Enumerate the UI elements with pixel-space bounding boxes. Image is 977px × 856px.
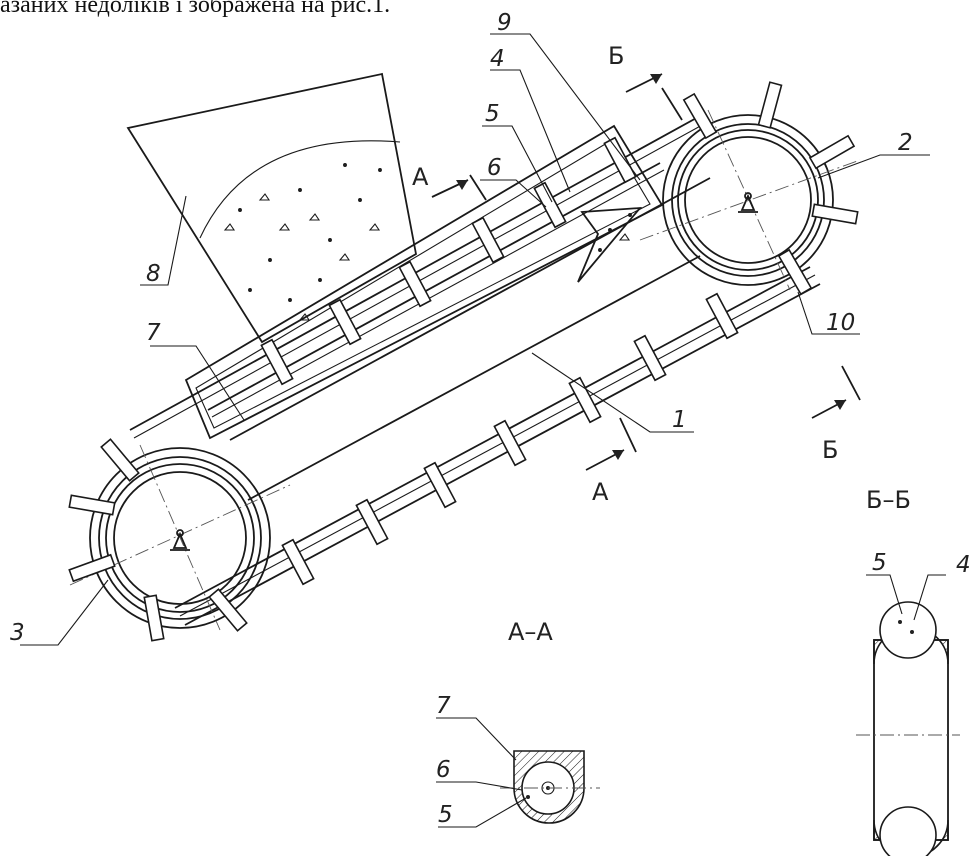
label-4: 4 bbox=[490, 46, 505, 72]
cleat bbox=[208, 588, 248, 632]
hopper bbox=[126, 72, 632, 344]
cleat bbox=[68, 553, 116, 583]
label-7: 7 bbox=[146, 320, 161, 346]
bb-label-4: 4 bbox=[956, 552, 971, 578]
bb-label-5: 5 bbox=[872, 550, 887, 576]
cleat bbox=[568, 376, 602, 424]
section-markers bbox=[431, 73, 861, 471]
caption-text: азаних недоліків і зображена на рис.1. bbox=[0, 0, 391, 18]
tail-drum bbox=[69, 444, 291, 631]
cleat bbox=[603, 136, 637, 184]
cleat bbox=[355, 498, 389, 546]
cleat bbox=[533, 181, 567, 229]
aa-label-7: 7 bbox=[436, 693, 451, 719]
section-aa: А–А 7 6 5 bbox=[436, 618, 600, 828]
label-10: 10 bbox=[826, 310, 855, 336]
cleat bbox=[328, 298, 362, 346]
cleats bbox=[68, 81, 859, 642]
label-5: 5 bbox=[485, 101, 500, 127]
frame bbox=[229, 177, 711, 501]
aa-label-6: 6 bbox=[436, 757, 451, 783]
cleat bbox=[493, 419, 527, 467]
cleat bbox=[808, 134, 856, 170]
cleat bbox=[398, 260, 432, 308]
label-9: 9 bbox=[497, 10, 512, 36]
label-8: 8 bbox=[146, 261, 161, 287]
cleat bbox=[68, 494, 116, 516]
leader-lines bbox=[20, 33, 930, 646]
cleat bbox=[100, 438, 140, 482]
section-mark-a-top: А bbox=[412, 163, 429, 191]
cleat bbox=[143, 594, 165, 642]
section-mark-b-top: Б bbox=[608, 42, 624, 70]
cleat bbox=[423, 461, 457, 509]
label-2: 2 bbox=[898, 130, 913, 156]
cleat bbox=[682, 92, 718, 140]
head-drum bbox=[639, 109, 861, 291]
cleat bbox=[777, 248, 813, 296]
cleat bbox=[757, 81, 783, 129]
section-aa-title: А–А bbox=[508, 618, 553, 646]
section-bb: Б–Б 5 4 bbox=[856, 486, 971, 856]
section-mark-a-bottom: А bbox=[592, 478, 609, 506]
section-mark-b-bottom: Б bbox=[822, 436, 838, 464]
cleat bbox=[705, 292, 739, 340]
lower-belt bbox=[174, 266, 821, 626]
label-6: 6 bbox=[487, 155, 502, 181]
cleat bbox=[811, 203, 859, 225]
cleat bbox=[633, 334, 667, 382]
cleat bbox=[281, 538, 315, 586]
label-3: 3 bbox=[10, 620, 25, 646]
aa-label-5: 5 bbox=[438, 802, 453, 828]
label-1: 1 bbox=[672, 407, 687, 433]
cleat bbox=[471, 216, 505, 264]
bulk-material-texture bbox=[223, 163, 632, 321]
section-bb-title: Б–Б bbox=[866, 486, 911, 514]
cleat bbox=[260, 338, 294, 386]
